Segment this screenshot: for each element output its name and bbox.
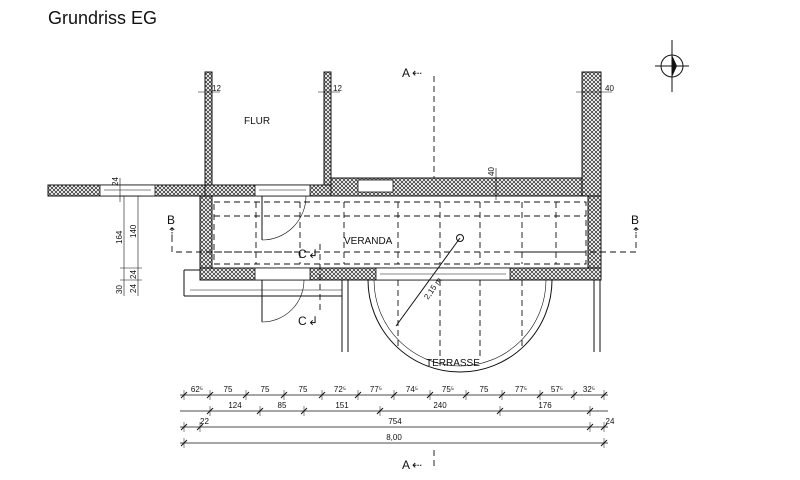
section-c-top-label: C: [298, 247, 307, 261]
dimension-label: 240: [433, 401, 447, 410]
dimension-label: 62⁵: [191, 385, 203, 394]
svg-text:40: 40: [605, 84, 614, 93]
room-label-veranda: VERANDA: [344, 236, 393, 247]
svg-text:12: 12: [212, 84, 221, 93]
svg-text:⇠: ⇠: [412, 66, 422, 80]
north-compass-icon: [655, 40, 689, 92]
svg-text:24: 24: [111, 177, 120, 186]
section-line-b: B ⇡ B ⇡: [167, 213, 641, 253]
dimension-label: 8,00: [386, 433, 402, 442]
section-a-top-label: A: [402, 66, 410, 80]
dimension-label: 124: [228, 401, 242, 410]
svg-text:24: 24: [129, 284, 138, 293]
dimension-label: 75: [480, 385, 489, 394]
veranda-frame: [213, 201, 587, 265]
section-b-right-label: B: [631, 213, 639, 227]
svg-text:12: 12: [333, 84, 342, 93]
door-swings: [261, 195, 307, 323]
dimension-label: 151: [335, 401, 349, 410]
dimension-label: 72⁵: [334, 385, 346, 394]
svg-text:24: 24: [129, 270, 138, 279]
section-b-left-label: B: [167, 213, 175, 227]
dimension-label: 75⁵: [442, 385, 454, 394]
section-line-c: C ↲ C ↲: [298, 244, 321, 328]
dimension-label: 24: [606, 417, 615, 426]
svg-text:↲: ↲: [308, 247, 318, 261]
svg-text:⇡: ⇡: [167, 225, 177, 239]
svg-text:⇠: ⇠: [412, 458, 422, 472]
section-a-bottom-label: A: [402, 458, 410, 472]
openings: [99, 179, 511, 281]
dimension-label: 74⁵: [406, 385, 418, 394]
vertical-dimension-chain: 164 140 24 30 24: [115, 195, 142, 296]
dimension-label: 22: [200, 417, 209, 426]
dimension-label: 77⁵: [515, 385, 527, 394]
svg-text:164: 164: [115, 230, 124, 244]
wall-thickness-dims: 12 12 40 24 40: [111, 84, 614, 202]
terrace-outline: [183, 269, 601, 373]
walls: [47, 71, 602, 281]
dimension-label: 176: [538, 401, 552, 410]
svg-text:⇡: ⇡: [631, 225, 641, 239]
room-label-flur: FLUR: [244, 116, 270, 127]
dimension-label: 77⁵: [370, 385, 382, 394]
dimension-label: 75: [261, 385, 270, 394]
section-line-a: A ⇠ A ⇠: [402, 66, 435, 472]
dimension-label: 75: [224, 385, 233, 394]
dimension-label: 85: [278, 401, 287, 410]
room-label-terrasse: TERRASSE: [426, 358, 480, 369]
horizontal-dimension-chains: 62⁵ 75 75 75 72⁵ 77⁵ 74⁵ 75⁵ 75 77⁵ 57⁵ 32⁵ 124 85 151…: [180, 385, 615, 448]
section-c-bottom-label: C: [298, 314, 307, 328]
dimension-label: 754: [388, 417, 402, 426]
svg-text:↲: ↲: [308, 314, 318, 328]
dimension-label: 75: [299, 385, 308, 394]
drawing-title: Grundriss EG: [48, 8, 157, 28]
dimension-label: 32⁵: [583, 385, 595, 394]
svg-text:140: 140: [129, 224, 138, 238]
dimension-label: 57⁵: [551, 385, 563, 394]
svg-text:40: 40: [487, 167, 496, 176]
svg-text:30: 30: [115, 285, 124, 294]
